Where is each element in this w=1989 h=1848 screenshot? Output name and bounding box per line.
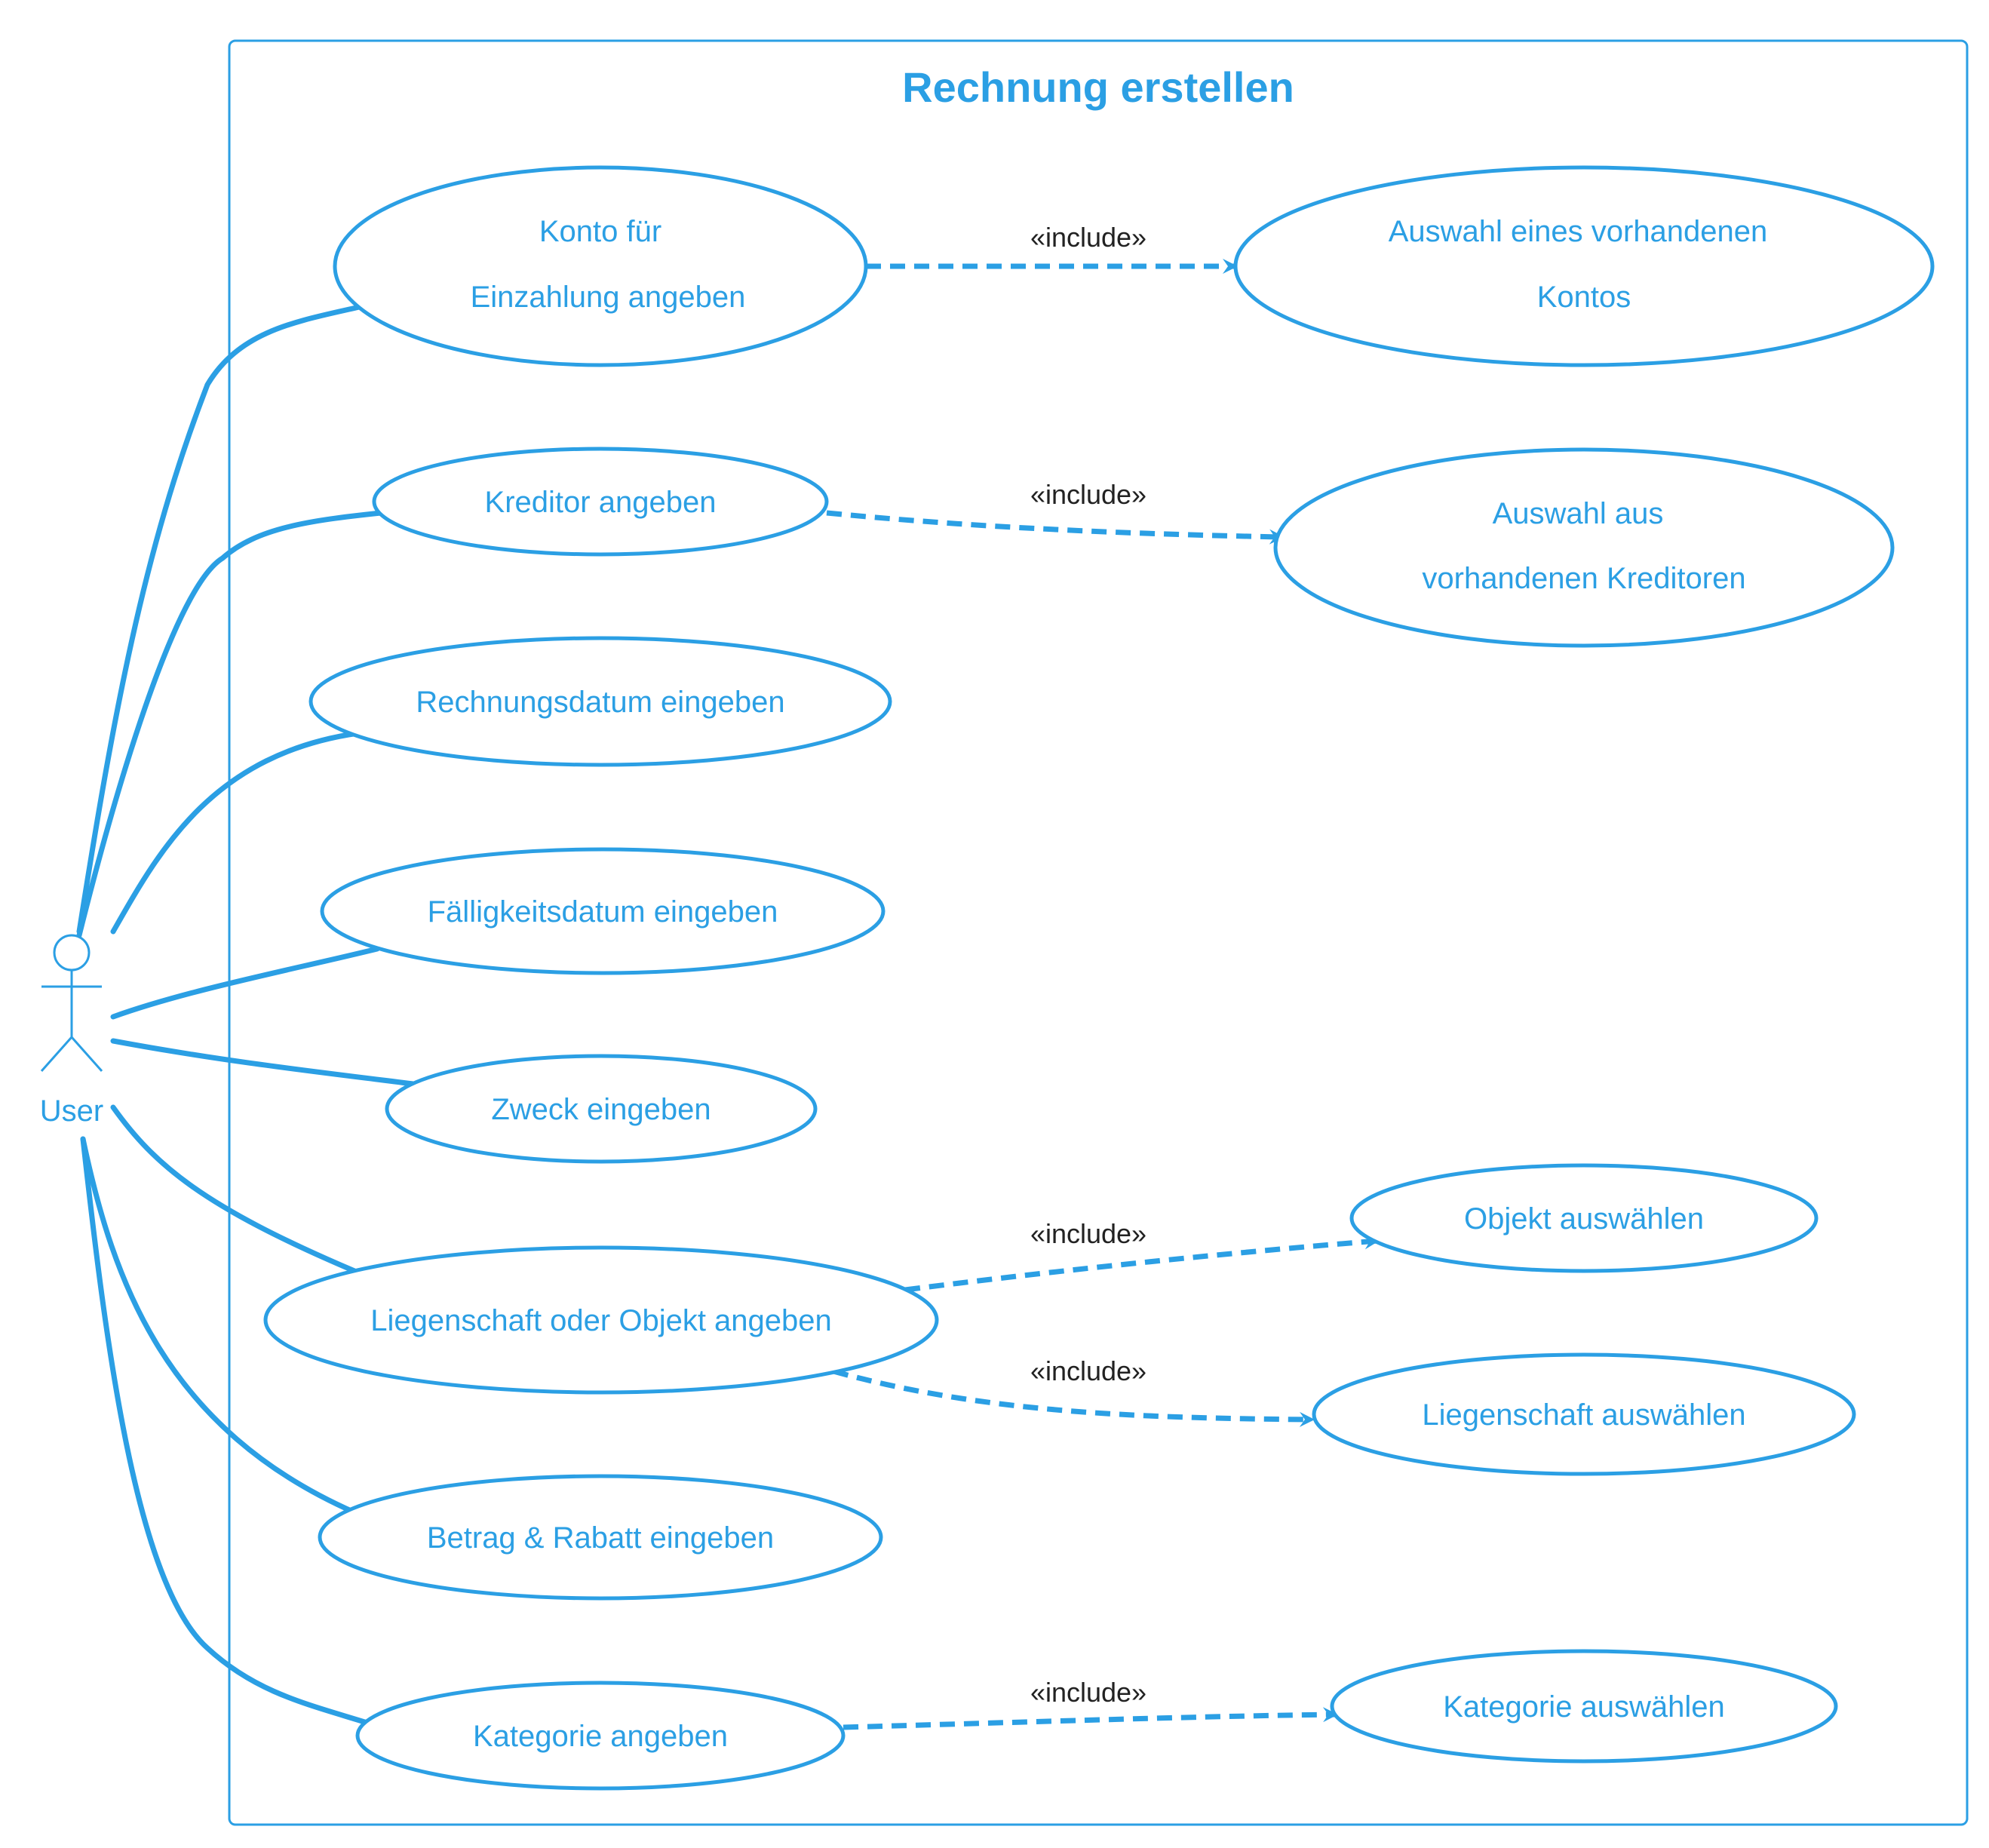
system-boundary — [228, 39, 1969, 1826]
label-auswahl-konto-line2: Kontos — [1537, 281, 1631, 314]
use-case-konto[interactable] — [333, 165, 868, 367]
actor-label: User — [40, 1094, 103, 1128]
include-label-konto: «include» — [1030, 222, 1146, 253]
use-case-liegenschaft-objekt[interactable] — [263, 1245, 939, 1395]
include-label-objekt: «include» — [1030, 1218, 1146, 1249]
use-case-objekt-auswaehlen[interactable] — [1349, 1163, 1819, 1273]
label-auswahl-kreditor-line1: Auswahl aus — [1493, 497, 1664, 530]
use-case-faelligkeit[interactable] — [320, 847, 886, 975]
actor-head — [53, 934, 91, 972]
include-label-kategorie: «include» — [1030, 1677, 1146, 1708]
association-lines — [76, 302, 422, 1727]
include-dependencies — [826, 259, 1380, 1730]
use-case-kategorie[interactable] — [355, 1681, 846, 1791]
use-case-ellipses — [263, 165, 1935, 1791]
include-arrow-objekt — [904, 1234, 1380, 1293]
system-title: Rechnung erstellen — [902, 63, 1294, 111]
label-objekt-auswaehlen: Objekt auswählen — [1464, 1202, 1704, 1236]
label-betrag: Betrag & Rabatt eingeben — [427, 1521, 774, 1555]
label-liegenschaft-auswaehlen: Liegenschaft auswählen — [1422, 1398, 1745, 1432]
label-auswahl-konto-line1: Auswahl eines vorhandenen — [1389, 215, 1768, 248]
label-faelligkeit: Fälligkeitsdatum eingeben — [428, 895, 778, 929]
label-kreditor: Kreditor angeben — [485, 486, 717, 519]
include-arrow-kreditor — [826, 510, 1285, 545]
association-kreditor — [76, 510, 384, 938]
label-konto-line2: Einzahlung angeben — [471, 281, 746, 314]
use-case-auswahl-kreditor[interactable] — [1273, 447, 1895, 648]
include-label-liegenschaft: «include» — [1030, 1355, 1146, 1386]
actor-user[interactable] — [40, 934, 103, 1072]
include-arrow-liegenschaft — [833, 1368, 1315, 1427]
association-kategorie — [80, 1136, 373, 1727]
use-case-kategorie-auswaehlen[interactable] — [1330, 1649, 1838, 1764]
actor-right-leg — [70, 1036, 103, 1072]
label-kategorie: Kategorie angeben — [473, 1720, 728, 1753]
include-arrow-kategorie — [843, 1707, 1338, 1730]
label-rechnungsdatum: Rechnungsdatum eingeben — [416, 686, 784, 719]
association-zweck — [110, 1038, 422, 1088]
association-konto — [76, 302, 369, 935]
label-kategorie-auswaehlen: Kategorie auswählen — [1443, 1690, 1725, 1724]
association-betrag — [80, 1136, 358, 1515]
label-liegenschaft-objekt: Liegenschaft oder Objekt angeben — [370, 1304, 832, 1337]
label-zweck: Zweck eingeben — [491, 1093, 711, 1126]
label-auswahl-kreditor-line2: vorhandenen Kreditoren — [1422, 562, 1745, 595]
use-case-labels: Konto für Einzahlung angeben Kreditor an… — [370, 215, 1767, 1753]
use-case-rechnungsdatum[interactable] — [308, 636, 892, 767]
actor-left-leg — [40, 1036, 73, 1072]
use-case-auswahl-konto[interactable] — [1233, 165, 1935, 367]
association-liegenschaft-objekt — [110, 1104, 358, 1274]
use-case-betrag[interactable] — [318, 1474, 883, 1601]
association-faelligkeit — [110, 946, 380, 1020]
use-case-liegenschaft-auswaehlen[interactable] — [1312, 1352, 1856, 1476]
use-case-kreditor[interactable] — [372, 447, 829, 557]
label-konto-line1: Konto für — [539, 215, 661, 248]
association-rechnungsdatum — [110, 730, 361, 935]
include-label-kreditor: «include» — [1030, 479, 1146, 510]
use-case-zweck[interactable] — [385, 1054, 818, 1164]
